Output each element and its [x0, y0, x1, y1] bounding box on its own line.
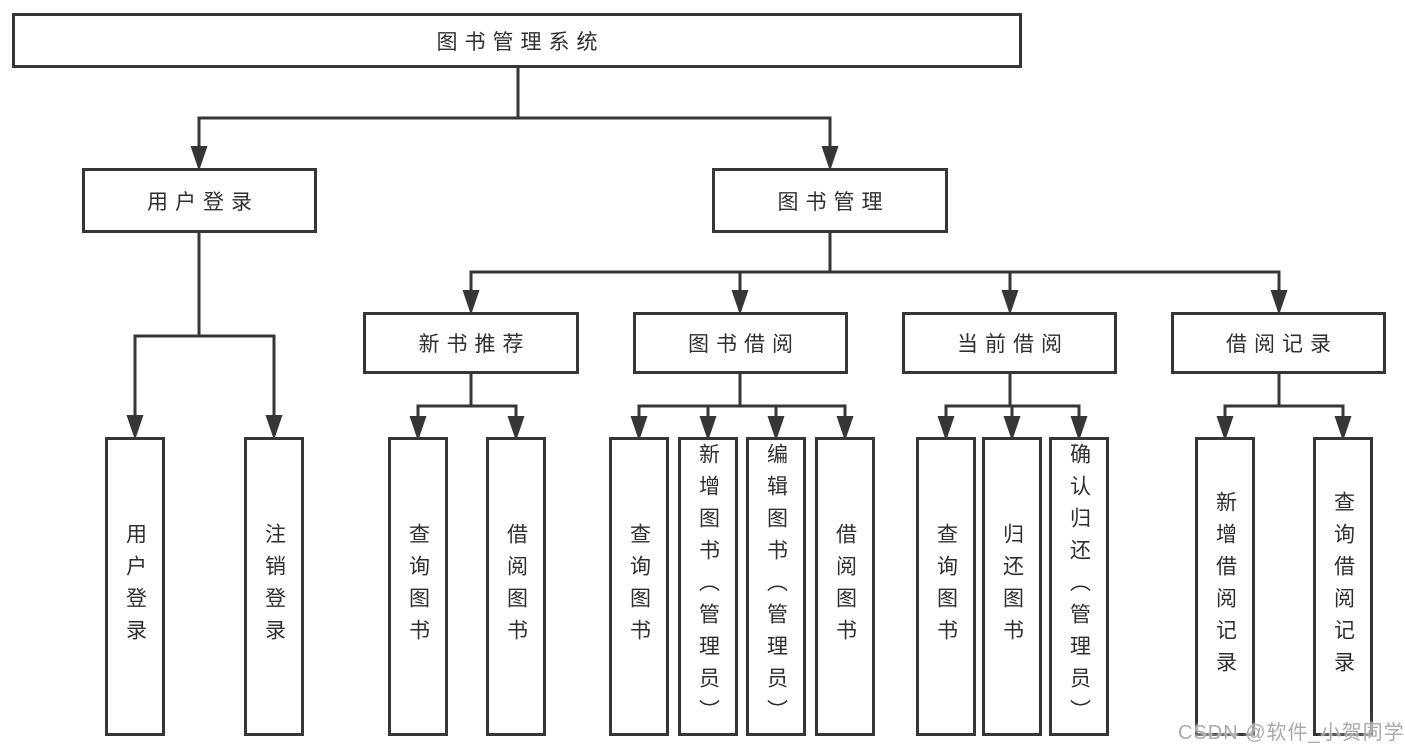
node-label: 图书借阅	[688, 333, 800, 356]
node-label: 新书推荐	[418, 333, 531, 356]
leaf-label: 编辑图书（管理员）	[764, 442, 788, 731]
leaf-borrow-books-recommend: 借阅图书	[486, 437, 546, 736]
csdn-watermark: CSDN @软件_小贺同学	[1178, 722, 1405, 744]
node-library-management-system: 图书管理系统	[12, 13, 1022, 68]
leaf-label: 借阅图书	[833, 522, 857, 651]
node-user-login: 用户登录	[82, 168, 317, 233]
leaf-label: 注销登录	[262, 522, 286, 651]
node-current-borrowing: 当前借阅	[902, 312, 1117, 374]
node-label: 借阅记录	[1226, 333, 1338, 356]
leaf-return-books: 归还图书	[982, 437, 1042, 736]
leaf-label: 新增图书（管理员）	[696, 442, 720, 731]
node-new-book-recommendation: 新书推荐	[363, 312, 579, 374]
node-label: 图书管理	[777, 190, 890, 214]
leaf-label: 确认归还（管理员）	[1067, 442, 1091, 731]
leaf-add-borrow-record: 新增借阅记录	[1195, 437, 1255, 736]
leaf-label: 借阅图书	[504, 522, 528, 651]
leaf-logout-login: 注销登录	[244, 437, 304, 736]
leaf-confirm-return-admin: 确认归还（管理员）	[1049, 437, 1109, 736]
leaf-label: 查询图书	[934, 522, 958, 651]
node-book-management: 图书管理	[712, 168, 948, 233]
leaf-label: 查询图书	[406, 522, 430, 651]
leaf-label: 新增借阅记录	[1213, 490, 1237, 683]
leaf-add-books-admin: 新增图书（管理员）	[678, 437, 738, 736]
node-label: 图书管理系统	[436, 30, 605, 54]
leaf-label: 用户登录	[123, 522, 147, 651]
leaf-query-books-borrow: 查询图书	[609, 437, 669, 736]
leaf-label: 查询图书	[627, 522, 651, 651]
leaf-user-login: 用户登录	[105, 437, 165, 736]
leaf-label: 查询借阅记录	[1331, 490, 1355, 683]
leaf-borrow-books: 借阅图书	[815, 437, 875, 736]
leaf-edit-books-admin: 编辑图书（管理员）	[746, 437, 806, 736]
arrowheads	[126, 146, 1352, 441]
leaf-query-borrow-record: 查询借阅记录	[1313, 437, 1373, 736]
node-borrowing-records: 借阅记录	[1171, 312, 1386, 374]
node-label: 用户登录	[147, 190, 259, 214]
leaf-query-books-current: 查询图书	[916, 437, 976, 736]
leaf-label: 归还图书	[1000, 522, 1024, 651]
leaf-query-books-recommend: 查询图书	[388, 437, 448, 736]
connector-strokes	[133, 66, 1345, 419]
node-label: 当前借阅	[957, 333, 1069, 356]
node-book-borrowing: 图书借阅	[633, 312, 848, 374]
